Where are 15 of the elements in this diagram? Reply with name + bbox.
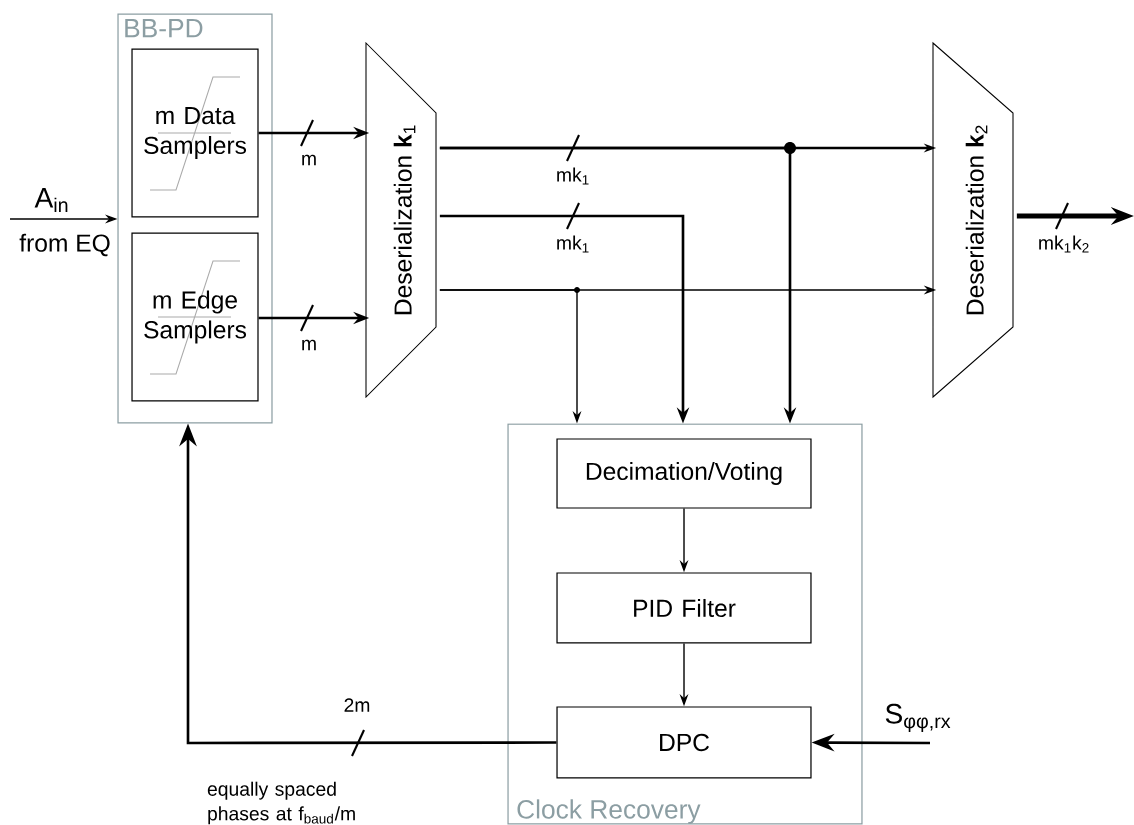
process-box: DPC xyxy=(556,706,812,779)
note-text: from EQ xyxy=(19,233,110,257)
edge-label: m xyxy=(299,338,319,352)
edge-label: m xyxy=(299,153,319,167)
edge-label: A$_{in}$ xyxy=(32,186,72,214)
process-box: Decimation/Voting xyxy=(556,438,812,509)
edge-label: mk$_{1}$ xyxy=(554,165,592,187)
edge-label: mk$_{1}$k$_{2}$ xyxy=(1036,233,1092,255)
process-box: m Edge Samplers xyxy=(131,232,259,402)
edge-label: mk$_{1}$ xyxy=(554,233,592,255)
process-box: PID Filter xyxy=(556,572,812,644)
edge-label: 2m xyxy=(341,696,373,714)
note-text: equally spaced phases at f$_{baud}$/m xyxy=(207,781,355,825)
process-box: m Data Samplers xyxy=(131,48,259,218)
edge-label: S$_{φφ,rx}$ xyxy=(882,702,954,734)
